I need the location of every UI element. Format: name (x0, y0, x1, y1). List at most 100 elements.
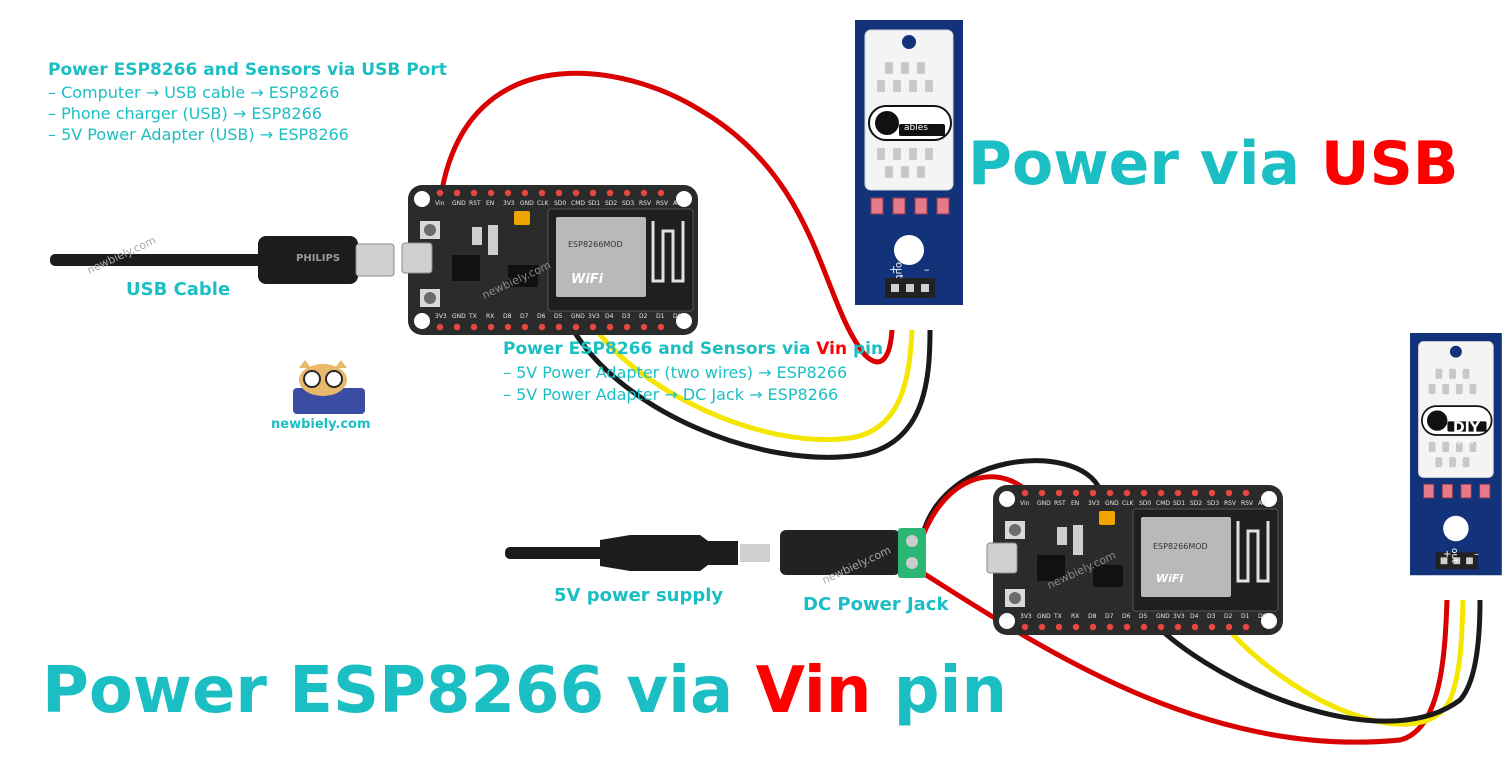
wire-yellow-vin (1212, 599, 1466, 727)
pin-label-sd0: SD0 (554, 200, 567, 207)
heading-usb-pre: Power via (968, 129, 1321, 199)
pin-label-3v3: 3V3 (1020, 613, 1032, 620)
vin-section-title-hl: Vin (816, 339, 848, 359)
pin-label-3v3: 3V3 (1173, 613, 1185, 620)
pin-label-rsv: RSV (1241, 500, 1254, 507)
sensor2-pin-plus: + (1443, 549, 1452, 560)
pin-label-sd3: SD3 (1207, 500, 1220, 507)
pin-label-gnd: GND (1105, 500, 1119, 507)
pin-label-sd0: SD0 (1139, 500, 1152, 507)
heading-power-via-vin: Power ESP8266 via Vin pin (42, 652, 1007, 730)
pin-label-d8: D8 (503, 313, 512, 320)
pin-label-gnd: GND (1156, 613, 1170, 620)
pin-label-d6: D6 (1122, 613, 1131, 620)
pin-label-rx: RX (1071, 613, 1080, 620)
label-usb-cable: USB Cable (126, 279, 231, 300)
vin-section-line-2: – 5V Power Adapter → DC Jack → ESP8266 (503, 385, 839, 404)
wire-black-vin-bottom (1142, 599, 1483, 724)
pin-label-d2: D2 (1224, 613, 1233, 620)
board1-module: ESP8266MOD (568, 240, 623, 249)
dc-jack-terminal (898, 528, 926, 578)
usb-section-line-3: – 5V Power Adapter (USB) → ESP8266 (48, 125, 349, 144)
wire-black-usb (569, 326, 933, 460)
vin-section-title-pre: Power ESP8266 and Sensors via (503, 339, 817, 359)
dc-jack-body (780, 530, 900, 575)
dht-sensor-vin (1409, 332, 1503, 577)
heading-power-via-usb: Power via USB (968, 128, 1459, 200)
heading-vin-post: pin (871, 654, 1007, 728)
board1-wifi: WiFi (571, 272, 604, 287)
vin-section-title: Power ESP8266 and Sensors via Vin pin (503, 339, 883, 359)
pin-label-sd2: SD2 (1190, 500, 1203, 507)
pin-label-d8: D8 (1088, 613, 1097, 620)
pin-label-d0: D0 (673, 313, 682, 320)
pin-label-gnd: GND (571, 313, 585, 320)
heading-vin-pre: Power ESP8266 via (42, 654, 756, 728)
pin-label-gnd: GND (520, 200, 534, 207)
pin-label-d3: D3 (1207, 613, 1216, 620)
pin-label-cmd: CMD (1156, 500, 1170, 507)
pin-label-a0: A0 (673, 200, 681, 207)
pin-label-vin: Vin (435, 200, 445, 207)
heading-vin-hl: Vin (755, 654, 872, 728)
vin-section-line-1: – 5V Power Adapter (two wires) → ESP8266 (503, 363, 848, 382)
pin-label-gnd: GND (1037, 500, 1051, 507)
pin-label-clk: CLK (537, 200, 549, 207)
sensor1-pin-minus: – (924, 263, 930, 276)
pin-label-d0: D0 (1258, 613, 1267, 620)
pin-label-en: EN (1071, 500, 1080, 507)
pin-label-3v3: 3V3 (503, 200, 515, 207)
usb-plug-body (258, 236, 358, 284)
pin-label-d6: D6 (537, 313, 546, 320)
pin-label-sd3: SD3 (622, 200, 635, 207)
power-supply-cable (505, 547, 615, 559)
pin-label-gnd: GND (452, 313, 466, 320)
pin-label-sd1: SD1 (1173, 500, 1186, 507)
pin-label-3v3: 3V3 (588, 313, 600, 320)
pin-label-d1: D1 (1241, 613, 1250, 620)
pin-label-d2: D2 (639, 313, 648, 320)
sensor2-logo-bottom: ables (1452, 437, 1474, 446)
sensor1-pin-out: out (893, 262, 904, 279)
label-dc-power-jack: DC Power Jack (803, 594, 949, 615)
sensor2-pin-minus: – (1474, 549, 1479, 560)
pin-label-rsv: RSV (1224, 500, 1237, 507)
pin-label-d7: D7 (1105, 613, 1114, 620)
pin-label-d1: D1 (656, 313, 665, 320)
pin-label-sd1: SD1 (588, 200, 601, 207)
heading-usb-hl: USB (1320, 129, 1459, 199)
wire-red-usb (439, 70, 895, 365)
pin-label-rsv: RSV (639, 200, 652, 207)
dht-sensor-usb (854, 19, 964, 306)
pin-label-rsv: RSV (656, 200, 669, 207)
board2-wifi: WiFi (1156, 572, 1184, 585)
cable-brand-text: PHILIPS (296, 253, 341, 264)
pin-label-d7: D7 (520, 313, 529, 320)
sensor1-logo-top: DIY (905, 104, 939, 123)
pin-label-d5: D5 (1139, 613, 1148, 620)
sensor2-logo-top: DIY (1453, 420, 1480, 436)
pin-label-gnd: GND (452, 200, 466, 207)
pin-label-clk: CLK (1122, 500, 1134, 507)
pin-label-3v3: 3V3 (1088, 500, 1100, 507)
usb-cable-wire (50, 254, 265, 266)
pin-label-rst: RST (1054, 500, 1066, 507)
pin-label-cmd: CMD (571, 200, 585, 207)
pin-label-tx: TX (469, 313, 477, 320)
usb-section-line-1: – Computer → USB cable → ESP8266 (48, 83, 340, 102)
pin-label-sd2: SD2 (605, 200, 618, 207)
usb-section-title: Power ESP8266 and Sensors via USB Port (48, 60, 447, 80)
pin-label-rx: RX (486, 313, 495, 320)
pin-label-en: EN (486, 200, 495, 207)
pin-label-3v3: 3V3 (435, 313, 447, 320)
pin-label-a0: A0 (1258, 500, 1266, 507)
pin-label-d4: D4 (1190, 613, 1199, 620)
pin-label-vin: Vin (1020, 500, 1030, 507)
pin-label-d5: D5 (554, 313, 563, 320)
sensor1-pin-plus: + (889, 263, 899, 276)
wire-yellow-usb (592, 326, 915, 442)
sensor1-logo-bottom: ables (904, 123, 928, 133)
pin-label-rst: RST (469, 200, 481, 207)
power-supply-plug (600, 535, 738, 571)
board2-module: ESP8266MOD (1153, 542, 1208, 551)
